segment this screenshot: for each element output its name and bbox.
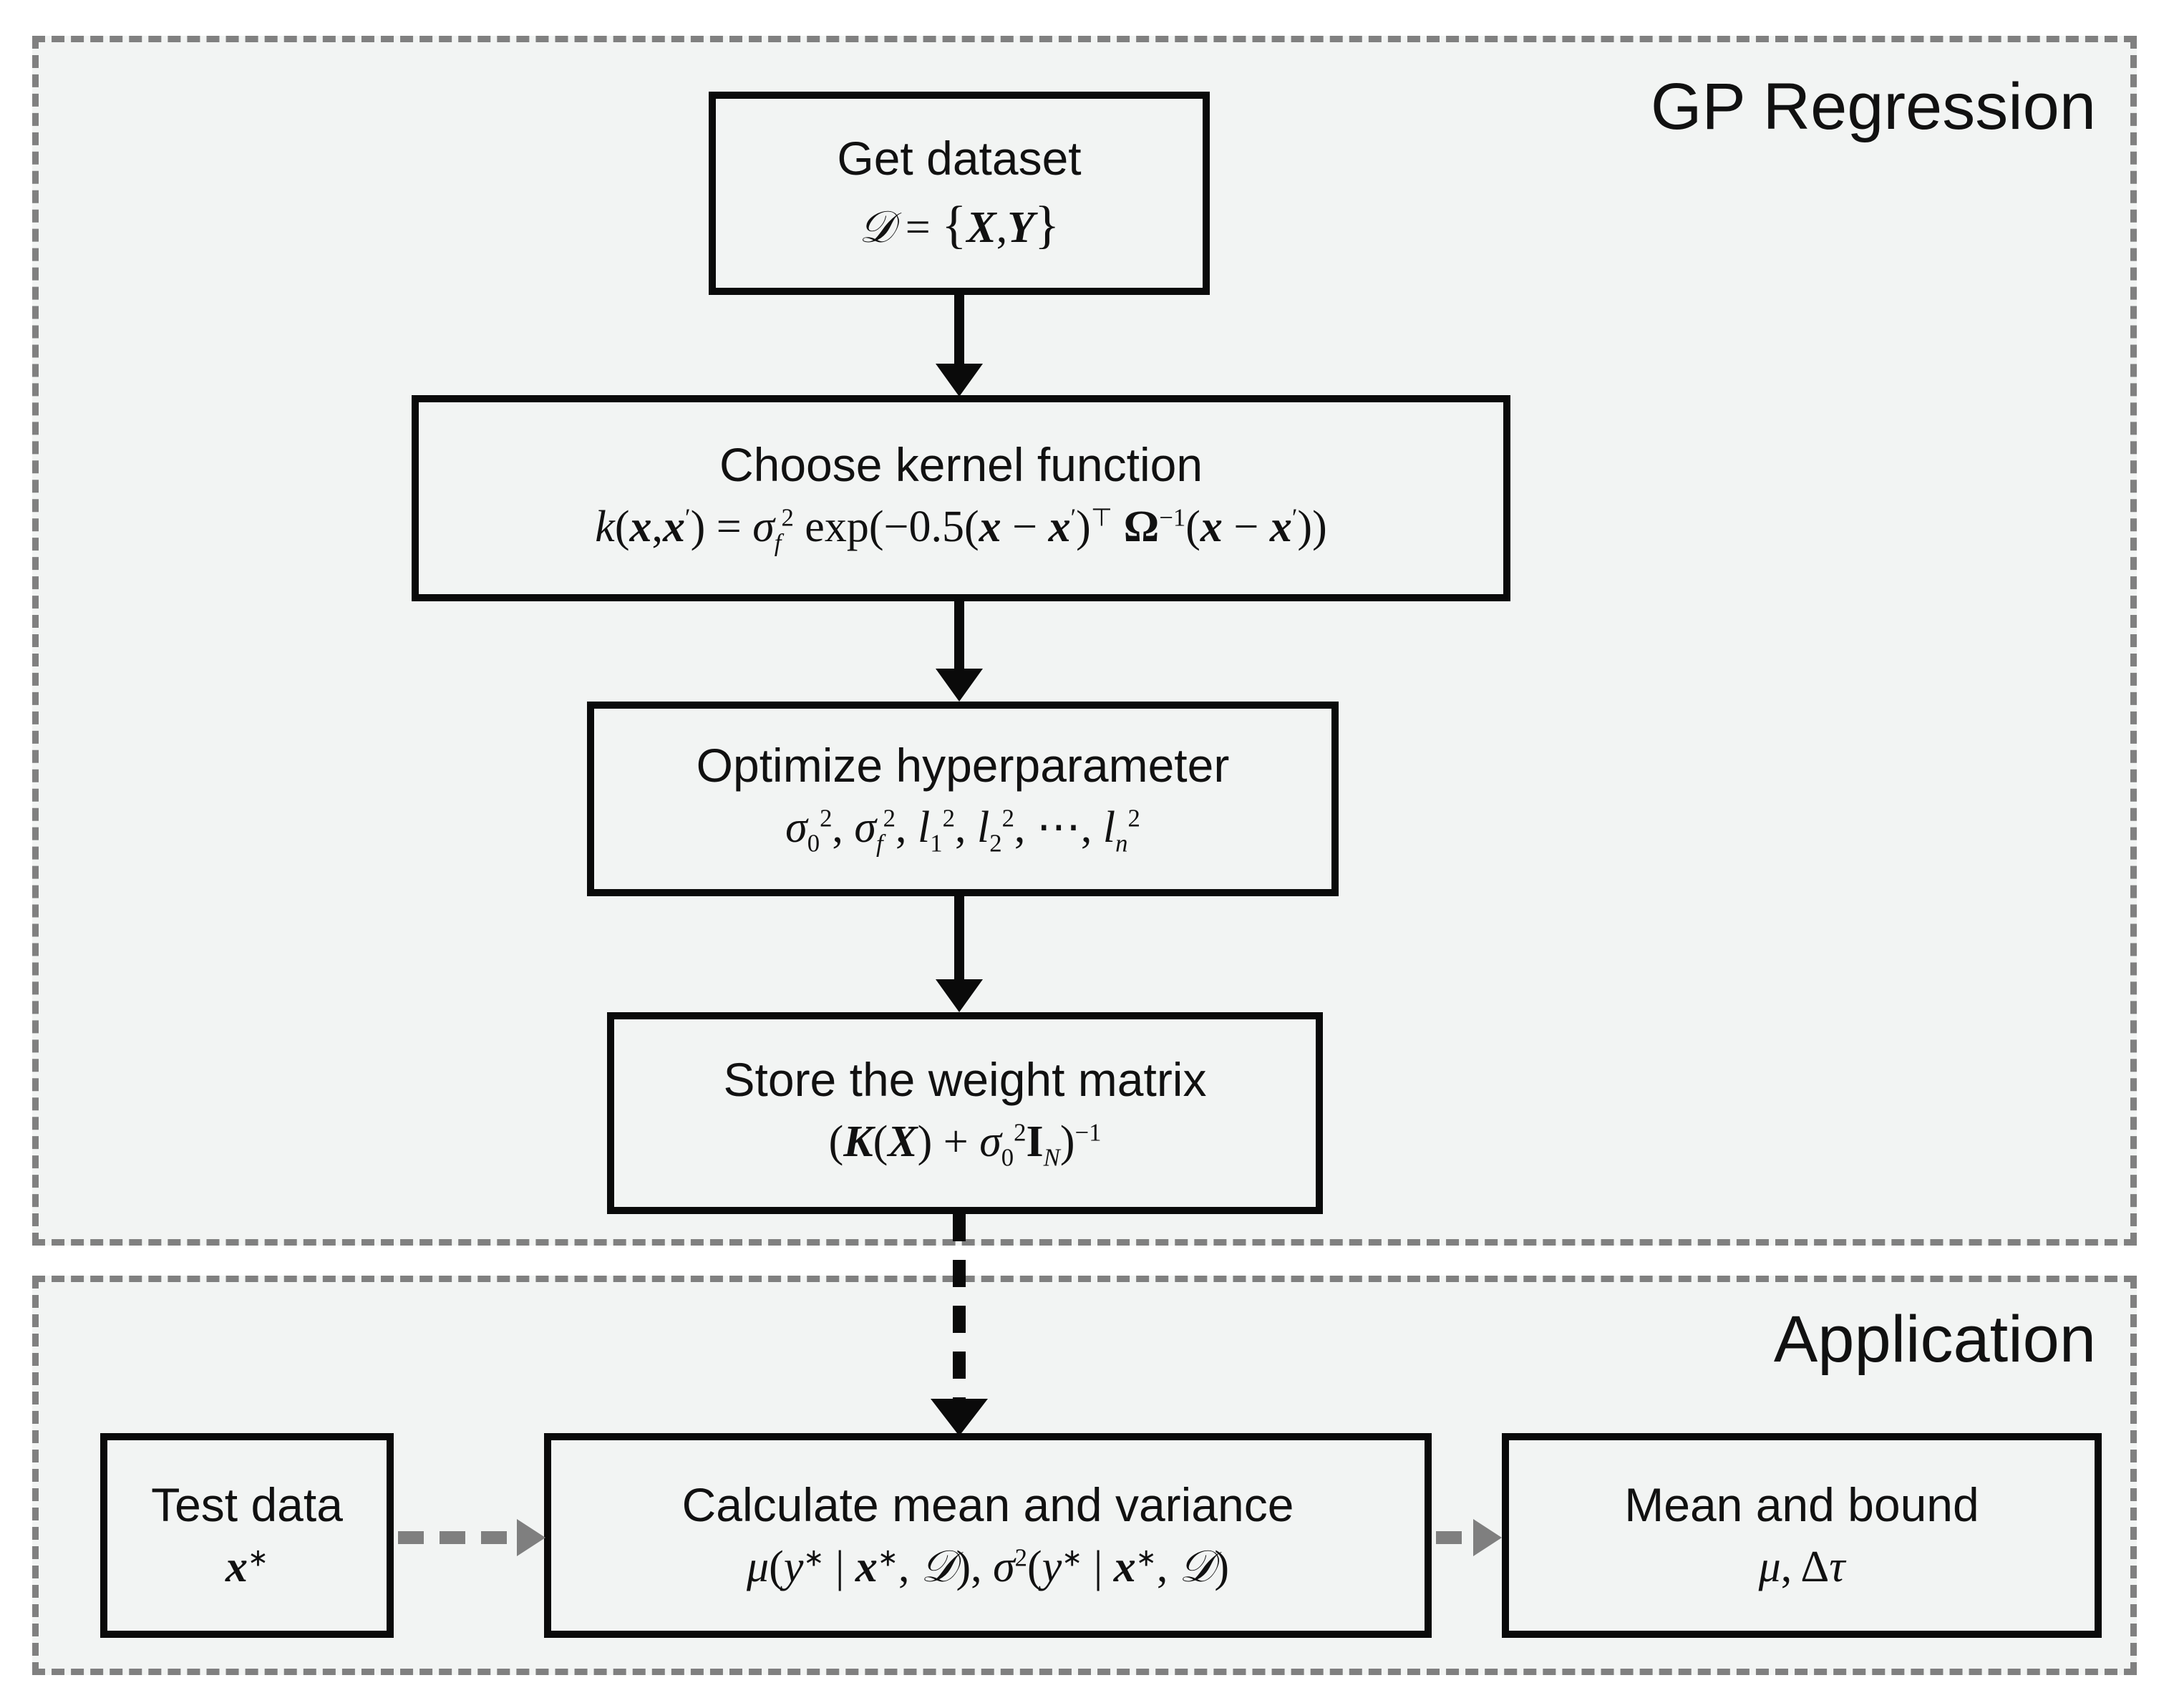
arrow-head-icon [936, 979, 983, 1012]
box-mean-and-bound-title: Mean and bound [1624, 1477, 1979, 1531]
arrow-head-icon [936, 364, 983, 397]
box-optimize-hyperparameter-title: Optimize hyperparameter [696, 738, 1230, 792]
arrow-head-icon [931, 1399, 988, 1436]
box-test-data-title: Test data [151, 1477, 343, 1531]
arrow-dashed-shaft [398, 1531, 521, 1544]
arrow-head-icon [517, 1519, 545, 1556]
box-store-weight-matrix-formula: (K(X) + σ02IN)−1 [828, 1117, 1102, 1172]
arrow-shaft [954, 601, 964, 670]
box-optimize-hyperparameter[interactable]: Optimize hyperparameter σ02, σf2, l12, l… [587, 702, 1339, 896]
box-get-dataset-title: Get dataset [837, 131, 1082, 185]
arrow-dashed-shaft [1436, 1531, 1473, 1544]
section-title-application: Application [1773, 1303, 2096, 1376]
section-title-gp-regression: GP Regression [1650, 70, 2096, 143]
arrow-dashed-shaft [953, 1214, 966, 1402]
box-store-weight-matrix[interactable]: Store the weight matrix (K(X) + σ02IN)−1 [607, 1012, 1323, 1214]
box-store-weight-matrix-title: Store the weight matrix [723, 1052, 1207, 1106]
box-choose-kernel-function-formula: k(x,x′) = σf2 exp(−0.5(x − x′)⊤ Ω−1(x − … [595, 503, 1327, 557]
arrow-shaft [954, 295, 964, 365]
box-choose-kernel-function-title: Choose kernel function [719, 437, 1203, 491]
arrow-head-icon [1473, 1519, 1502, 1556]
box-get-dataset[interactable]: Get dataset 𝒟 = {X,Y} [709, 92, 1210, 295]
box-calculate-mean-and-variance-title: Calculate mean and variance [681, 1477, 1294, 1531]
box-mean-and-bound[interactable]: Mean and bound μ, Δτ [1502, 1433, 2102, 1638]
box-calculate-mean-and-variance-formula: μ(y∗ | x∗, 𝒟), σ2(y∗ | x∗, 𝒟) [747, 1543, 1229, 1592]
box-calculate-mean-and-variance[interactable]: Calculate mean and variance μ(y∗ | x∗, 𝒟… [544, 1433, 1432, 1638]
box-test-data[interactable]: Test data x∗ [100, 1433, 394, 1638]
arrow-shaft [954, 896, 964, 981]
box-optimize-hyperparameter-formula: σ02, σf2, l12, l22, ⋯, ln2 [785, 803, 1140, 858]
box-get-dataset-formula: 𝒟 = {X,Y} [858, 195, 1060, 254]
box-mean-and-bound-formula: μ, Δτ [1758, 1543, 1845, 1592]
box-choose-kernel-function[interactable]: Choose kernel function k(x,x′) = σf2 exp… [412, 395, 1510, 601]
box-test-data-formula: x∗ [225, 1543, 269, 1592]
arrow-head-icon [936, 669, 983, 702]
